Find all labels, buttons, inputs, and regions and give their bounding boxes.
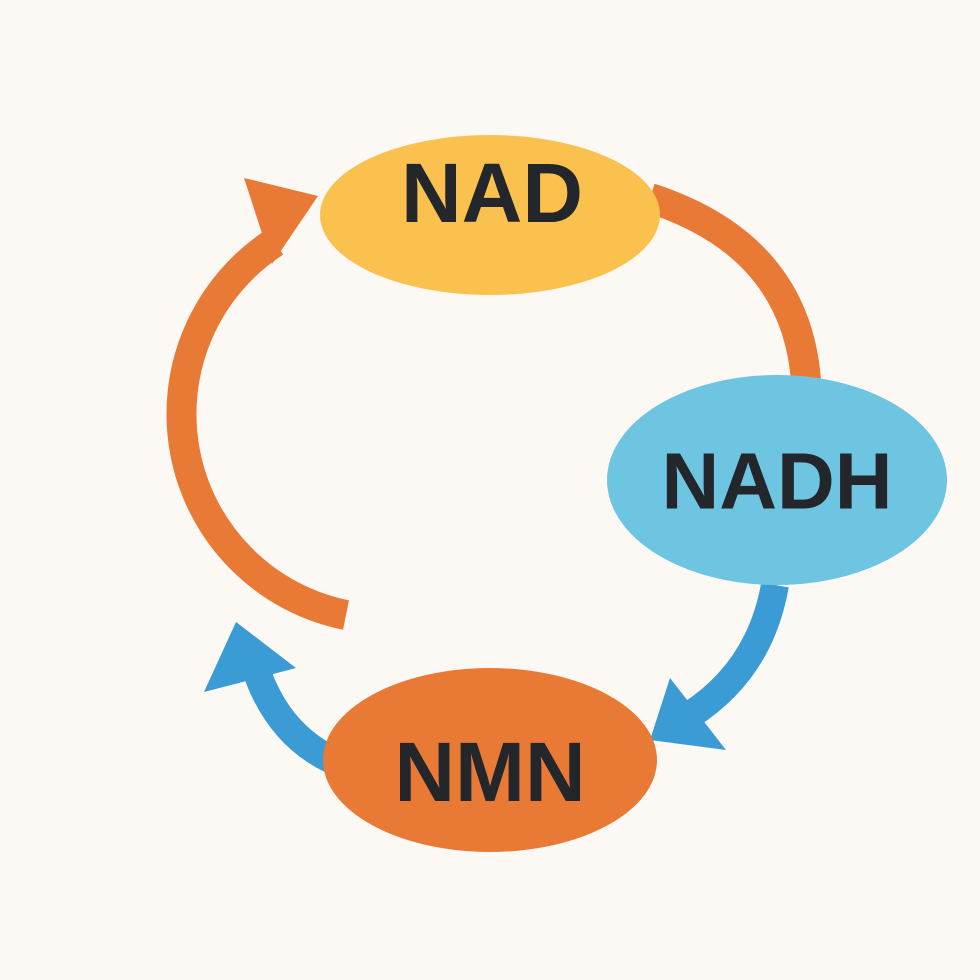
node-nad-label: NAD (401, 146, 583, 240)
arrowhead-left-blue (204, 622, 296, 692)
arrow-nadh-to-nmn (682, 582, 789, 727)
node-nmn: NMN (323, 668, 657, 852)
node-nadh: NADH (607, 375, 947, 585)
arrow-nmn-to-nad (166, 229, 349, 630)
arrowhead-to-nmn (650, 678, 726, 750)
arrow-nmn-to-orange (244, 669, 339, 773)
node-nad: NAD (320, 135, 660, 295)
arrowhead-to-nad (244, 178, 318, 264)
node-nmn-label: NMN (394, 725, 585, 819)
node-nadh-label: NADH (661, 437, 892, 526)
arrow-nad-to-nadh (645, 183, 821, 382)
